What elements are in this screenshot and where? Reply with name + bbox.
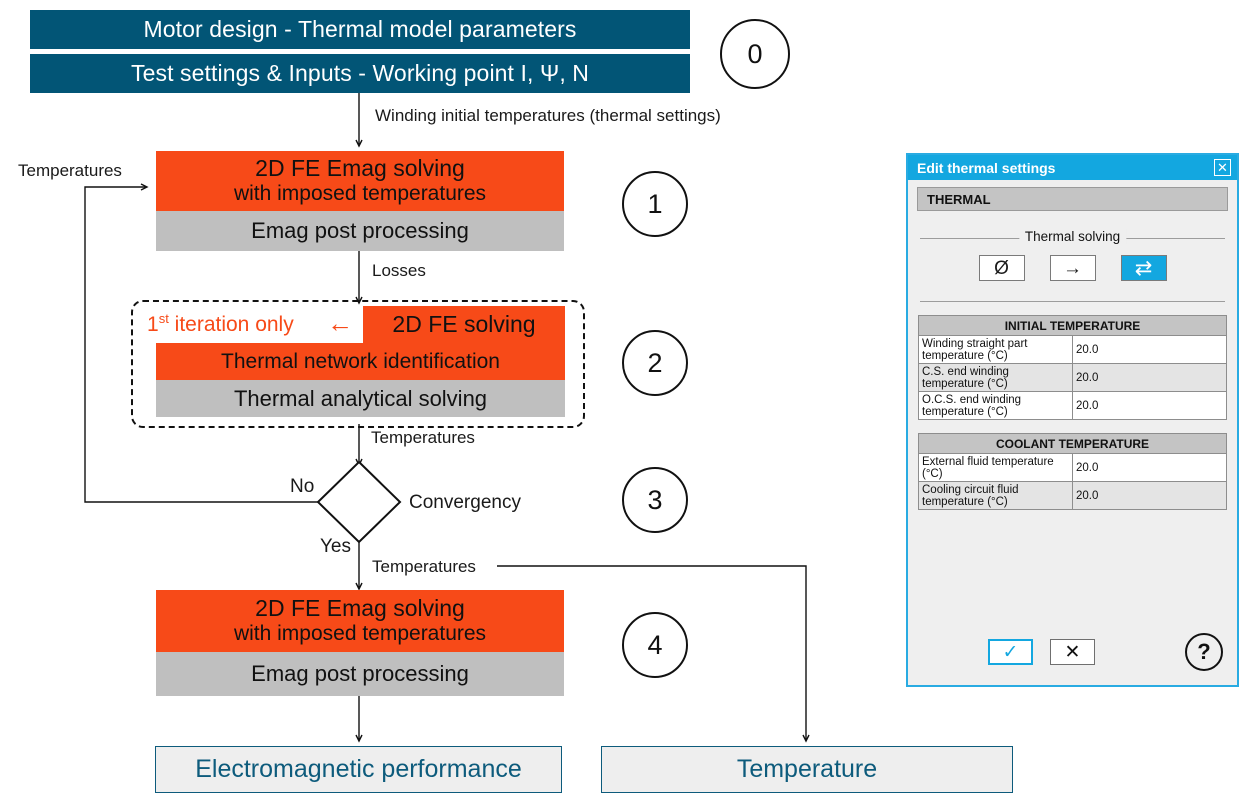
edge-label-winding-initial-temperatures: Winding initial temperatures (thermal se… <box>375 106 721 125</box>
step4-emag-solving-box: 2D FE Emag solving with imposed temperat… <box>156 590 564 652</box>
table-row[interactable]: Winding straight part temperature (°C) 2… <box>918 335 1227 364</box>
thermal-section-header: THERMAL <box>917 187 1228 211</box>
table-row[interactable]: Cooling circuit fluid temperature (°C) 2… <box>918 481 1227 510</box>
step2-dashed-group <box>131 300 585 428</box>
row-value[interactable]: 20.0 <box>1072 391 1227 420</box>
fieldset-legend: Thermal solving <box>1018 229 1127 244</box>
header-box-motor-design: Motor design - Thermal model parameters <box>30 10 690 49</box>
step2-thermal-analytical-box: Thermal analytical solving <box>156 380 565 417</box>
row-label: C.S. end winding temperature (°C) <box>918 363 1073 392</box>
bidirectional-arrows-icon: ⇄ <box>1134 256 1153 280</box>
thermal-mode-iterative-button[interactable]: ⇄ <box>1120 255 1167 281</box>
step4-post-label: Emag post processing <box>251 661 469 686</box>
step4-title-line1: 2D FE Emag solving <box>255 595 465 622</box>
cancel-button[interactable]: ✕ <box>1050 639 1095 665</box>
step2-network-identification-label: Thermal network identification <box>221 349 500 373</box>
step2-first-iteration-note: 1st iteration only <box>147 311 294 337</box>
coolant-temperature-header: COOLANT TEMPERATURE <box>918 433 1227 454</box>
close-x-icon: ✕ <box>1064 641 1081 663</box>
thermal-solving-mode-group: Ø → ⇄ <box>920 255 1225 281</box>
help-button[interactable]: ? <box>1185 633 1223 671</box>
close-icon[interactable]: ✕ <box>1214 159 1231 176</box>
step2-left-arrow-icon: ← <box>327 308 353 338</box>
step2-first-iteration-num: 1 <box>147 313 159 336</box>
step1-title-line1: 2D FE Emag solving <box>255 155 465 182</box>
step-marker-3-label: 3 <box>647 484 663 515</box>
step2-first-iteration-rest: iteration only <box>168 313 294 336</box>
table-row[interactable]: O.C.S. end winding temperature (°C) 20.0 <box>918 391 1227 420</box>
result-box-temperature: Temperature <box>601 746 1013 793</box>
step-marker-0: 0 <box>720 19 790 89</box>
header-box-motor-design-label: Motor design - Thermal model parameters <box>143 16 577 42</box>
decision-label-convergency: Convergency <box>409 492 521 513</box>
row-value[interactable]: 20.0 <box>1072 335 1227 364</box>
step4-title-line2: with imposed temperatures <box>233 622 487 646</box>
step-marker-4: 4 <box>622 612 688 678</box>
step2-first-iteration-sup: st <box>158 311 169 326</box>
row-label: Cooling circuit fluid temperature (°C) <box>918 481 1073 510</box>
row-value[interactable]: 20.0 <box>1072 481 1227 510</box>
edge-label-losses: Losses <box>372 261 426 280</box>
coolant-temperature-table: COOLANT TEMPERATURE External fluid tempe… <box>918 433 1227 510</box>
edge-label-no: No <box>290 476 315 497</box>
header-box-test-settings: Test settings & Inputs - Working point I… <box>30 54 690 93</box>
arrow-right-icon: → <box>1063 257 1082 279</box>
thermal-section-label: THERMAL <box>927 191 991 207</box>
step4-emag-post-processing-box: Emag post processing <box>156 652 564 696</box>
step2-network-identification-box: Thermal network identification <box>156 343 565 380</box>
edge-label-temperatures-to-decision: Temperatures <box>371 428 475 447</box>
result-box-electromagnetic-performance: Electromagnetic performance <box>155 746 562 793</box>
thermal-mode-none-button[interactable]: Ø <box>978 255 1025 281</box>
edge-label-yes: Yes <box>320 536 351 557</box>
header-box-test-settings-label: Test settings & Inputs - Working point I… <box>130 60 590 86</box>
table-row[interactable]: External fluid temperature (°C) 20.0 <box>918 453 1227 482</box>
step-marker-0-label: 0 <box>747 38 763 69</box>
result-label-temperature: Temperature <box>736 755 878 783</box>
step2-fe-solving-label: 2D FE solving <box>392 310 536 337</box>
check-icon: ✓ <box>1002 641 1019 663</box>
step-marker-2-label: 2 <box>647 347 663 378</box>
question-mark-icon: ? <box>1197 639 1211 664</box>
step-marker-4-label: 4 <box>647 629 663 660</box>
row-value[interactable]: 20.0 <box>1072 363 1227 392</box>
no-thermal-icon: Ø <box>994 257 1009 279</box>
confirm-button[interactable]: ✓ <box>988 639 1033 665</box>
step1-post-label: Emag post processing <box>251 218 469 243</box>
step2-thermal-analytical-label: Thermal analytical solving <box>233 385 488 411</box>
row-value[interactable]: 20.0 <box>1072 453 1227 482</box>
step-marker-2: 2 <box>622 330 688 396</box>
edge-label-temperatures-loop: Temperatures <box>18 161 122 180</box>
step1-emag-post-processing-box: Emag post processing <box>156 211 564 251</box>
step-marker-1: 1 <box>622 171 688 237</box>
thermal-solving-fieldset: Thermal solving Ø → ⇄ <box>920 229 1225 291</box>
step1-emag-solving-box: 2D FE Emag solving with imposed temperat… <box>156 151 564 211</box>
thermal-mode-one-way-button[interactable]: → <box>1049 255 1096 281</box>
step-marker-1-label: 1 <box>647 188 663 219</box>
step-marker-3: 3 <box>622 467 688 533</box>
edge-label-temperatures-out: Temperatures <box>372 557 476 576</box>
initial-temperature-header: INITIAL TEMPERATURE <box>918 315 1227 336</box>
row-label: External fluid temperature (°C) <box>918 453 1073 482</box>
section-divider <box>920 301 1225 302</box>
step1-title-line2: with imposed temperatures <box>233 182 487 206</box>
row-label: O.C.S. end winding temperature (°C) <box>918 391 1073 420</box>
dialog-titlebar: Edit thermal settings ✕ <box>908 155 1237 180</box>
initial-temperature-table: INITIAL TEMPERATURE Winding straight par… <box>918 315 1227 420</box>
row-label: Winding straight part temperature (°C) <box>918 335 1073 364</box>
result-label-electromagnetic-performance: Electromagnetic performance <box>195 755 522 783</box>
step2-fe-solving-box: 2D FE solving <box>363 306 565 343</box>
dialog-footer: ✓ ✕ ? <box>908 633 1237 671</box>
dialog-title-label: Edit thermal settings <box>917 159 1056 176</box>
edit-thermal-settings-dialog: Edit thermal settings ✕ THERMAL Thermal … <box>906 153 1239 687</box>
table-row[interactable]: C.S. end winding temperature (°C) 20.0 <box>918 363 1227 392</box>
